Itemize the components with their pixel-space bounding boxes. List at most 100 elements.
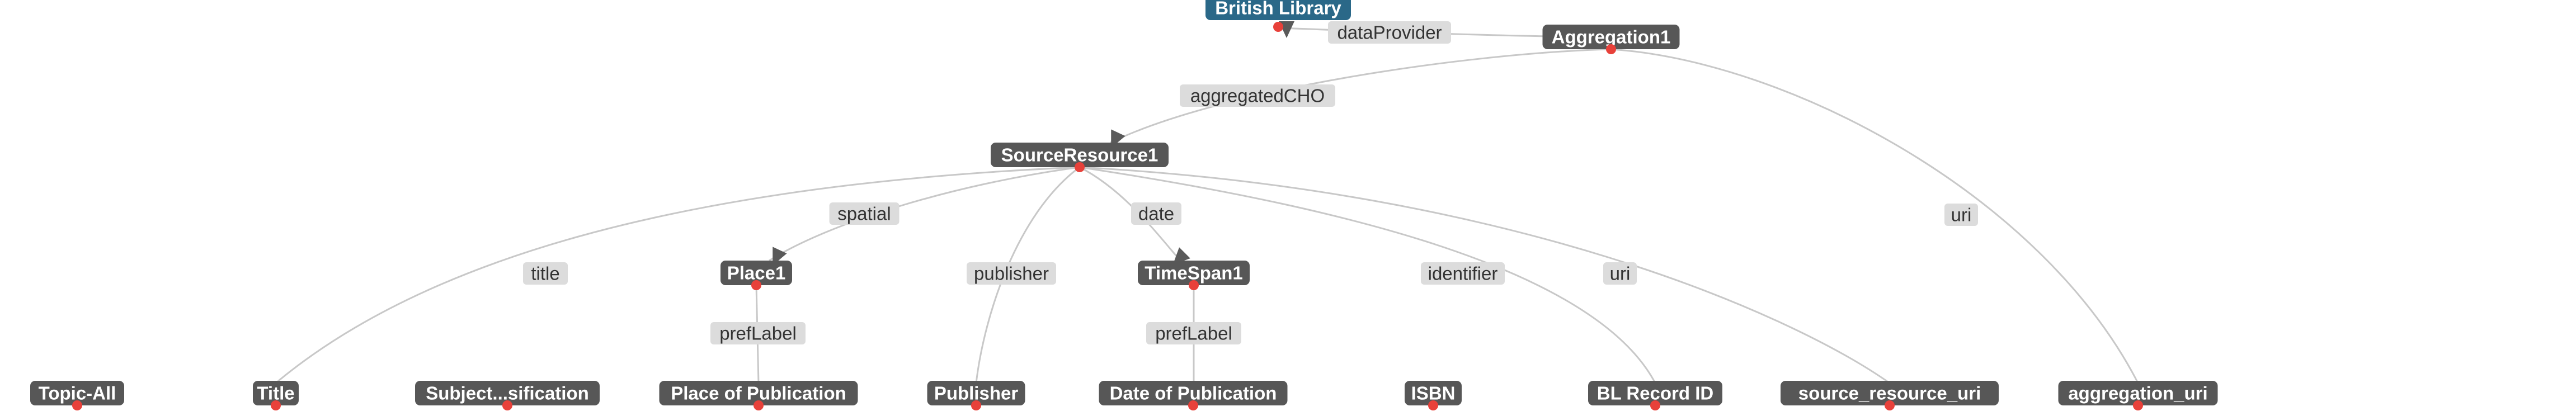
- node-label: SourceResource1: [1001, 145, 1159, 166]
- node-box: [1781, 381, 1999, 405]
- port-dot-bl-record-id[interactable]: [1650, 400, 1660, 410]
- edge-label-text: prefLabel: [719, 323, 797, 344]
- port-dot-place-pub[interactable]: [754, 400, 764, 410]
- edge-label-text: spatial: [837, 204, 891, 224]
- port-dot-title-col[interactable]: [271, 400, 281, 410]
- port-dot-british-library[interactable]: [1273, 22, 1283, 32]
- node-box: [253, 381, 299, 405]
- edge-label-agg-uri[interactable]: uri: [1944, 204, 1978, 226]
- edge-label-text: title: [531, 263, 559, 284]
- node-label: Aggregation1: [1552, 27, 1671, 48]
- edge-label-identifier[interactable]: identifier: [1421, 262, 1505, 285]
- edge-agg-uri: [1610, 48, 2139, 384]
- edge-identifier: [1079, 166, 1656, 384]
- node-box: [1542, 25, 1680, 49]
- edge-label-box: [1131, 202, 1181, 225]
- port-dot-timespan1[interactable]: [1189, 280, 1199, 290]
- port-dot-source-resource1[interactable]: [1075, 162, 1085, 172]
- edge-label-text: prefLabel: [1155, 323, 1232, 344]
- node-isbn[interactable]: ISBN: [1405, 381, 1462, 405]
- node-date-pub[interactable]: Date of Publication: [1099, 381, 1288, 405]
- edge-label-box: [967, 262, 1056, 285]
- node-label: Publisher: [934, 383, 1019, 404]
- port-dot-place1[interactable]: [751, 280, 761, 290]
- node-box: [720, 261, 792, 285]
- node-label: TimeSpan1: [1145, 263, 1242, 284]
- edge-label-box: [1421, 262, 1505, 285]
- edge-label-box: [710, 322, 806, 344]
- edge-label-spatial[interactable]: spatial: [829, 202, 900, 225]
- node-source-resource1[interactable]: SourceResource1: [991, 143, 1169, 167]
- node-label: Place1: [727, 263, 786, 284]
- edge-label-place-preflabel[interactable]: prefLabel: [710, 322, 806, 344]
- node-aggregation1[interactable]: Aggregation1: [1542, 25, 1680, 49]
- edge-spatial: [769, 166, 1080, 262]
- node-label: British Library: [1215, 0, 1341, 18]
- node-label: Topic-All: [39, 383, 116, 404]
- node-place-pub[interactable]: Place of Publication: [659, 381, 858, 405]
- node-source-resource-uri[interactable]: source_resource_uri: [1781, 381, 1999, 405]
- node-label: BL Record ID: [1597, 383, 1713, 404]
- node-box: [1099, 381, 1288, 405]
- node-label: ISBN: [1411, 383, 1456, 404]
- node-box: [1205, 0, 1351, 20]
- node-label: source_resource_uri: [1798, 383, 1981, 404]
- port-dot-aggregation1[interactable]: [1606, 44, 1616, 54]
- edge-label-box: [1180, 84, 1335, 107]
- edge-label-box: [1328, 21, 1451, 44]
- node-label: Date of Publication: [1110, 383, 1277, 404]
- node-box: [1588, 381, 1722, 405]
- edge-label-title[interactable]: title: [523, 262, 568, 285]
- node-place1[interactable]: Place1: [720, 261, 792, 285]
- edge-label-publisher[interactable]: publisher: [967, 262, 1056, 285]
- port-dot-aggregation-uri[interactable]: [2133, 400, 2143, 410]
- edge-label-text: identifier: [1428, 263, 1498, 284]
- node-publisher-col[interactable]: Publisher: [927, 381, 1025, 405]
- edge-labels-layer: dataProvider aggregatedCHO uri spatial date t…: [523, 21, 1978, 344]
- edge-label-box: [523, 262, 568, 285]
- edge-label-box: [1146, 322, 1241, 344]
- edge-label-text: aggregatedCHO: [1190, 86, 1325, 106]
- edge-label-box: [1603, 262, 1637, 285]
- arrowhead-date: [1172, 247, 1190, 265]
- edge-label-aggregatedcho[interactable]: aggregatedCHO: [1180, 84, 1335, 107]
- edge-label-sr-uri[interactable]: uri: [1603, 262, 1637, 285]
- edge-label-text: publisher: [974, 263, 1049, 284]
- node-label: Title: [257, 383, 294, 404]
- edge-label-text: date: [1138, 204, 1174, 224]
- node-bl-record-id[interactable]: BL Record ID: [1588, 381, 1722, 405]
- edge-label-text: uri: [1610, 263, 1631, 284]
- node-box: [2058, 381, 2218, 405]
- edge-label-date[interactable]: date: [1131, 202, 1181, 225]
- node-box: [1405, 381, 1462, 405]
- node-title-col[interactable]: Title: [253, 381, 299, 405]
- port-dot-source-resource-uri[interactable]: [1885, 400, 1895, 410]
- edge-label-box: [829, 202, 900, 225]
- port-dot-publisher-col[interactable]: [971, 400, 981, 410]
- node-box: [30, 381, 124, 405]
- node-aggregation-uri[interactable]: aggregation_uri: [2058, 381, 2218, 405]
- node-topic-all[interactable]: Topic-All: [30, 381, 124, 405]
- node-label: Subject...sification: [426, 383, 589, 404]
- node-box: [659, 381, 858, 405]
- node-label: aggregation_uri: [2068, 383, 2207, 404]
- edge-aggregatedcho: [1110, 48, 1612, 144]
- port-dot-date-pub[interactable]: [1188, 400, 1198, 410]
- edge-label-box: [1944, 204, 1978, 226]
- node-box: [991, 143, 1169, 167]
- node-british-library[interactable]: British Library: [1205, 0, 1351, 20]
- edge-title: [275, 166, 1080, 384]
- node-subject-class[interactable]: Subject...sification: [415, 381, 600, 405]
- edge-label-time-preflabel[interactable]: prefLabel: [1146, 322, 1241, 344]
- node-timespan1[interactable]: TimeSpan1: [1138, 261, 1250, 285]
- port-dot-subject-class[interactable]: [502, 400, 512, 410]
- edge-label-text: dataProvider: [1337, 22, 1442, 43]
- port-dot-topic-all[interactable]: [72, 400, 82, 410]
- port-dot-isbn[interactable]: [1428, 400, 1438, 410]
- edge-sr-uri: [1079, 166, 1890, 384]
- node-box: [415, 381, 600, 405]
- edge-label-text: uri: [1951, 205, 1972, 225]
- edge-label-dataprovider[interactable]: dataProvider: [1328, 21, 1451, 44]
- node-box: [1138, 261, 1250, 285]
